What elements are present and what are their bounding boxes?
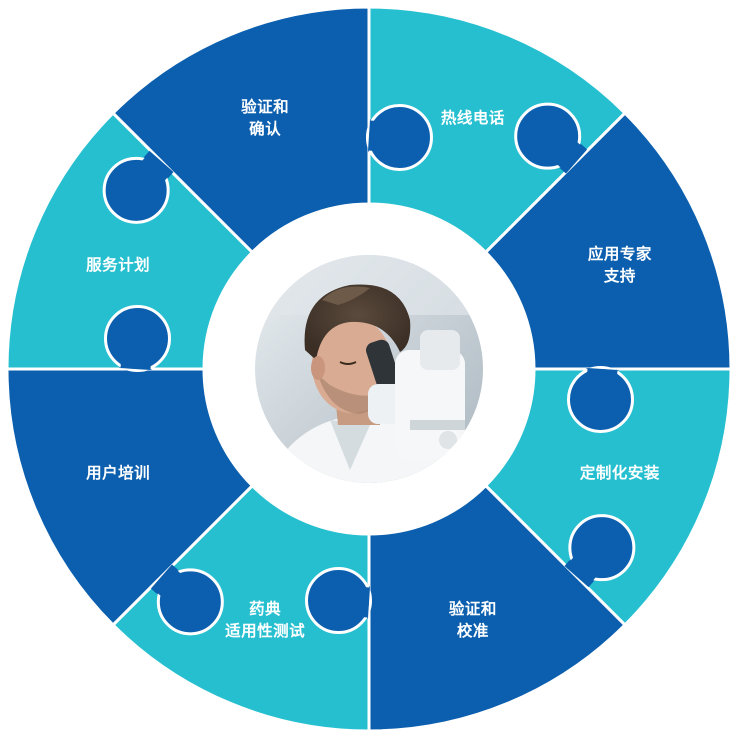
- segment-label-line: 应用专家: [588, 244, 652, 263]
- puzzle-knob-joint: [120, 337, 153, 370]
- segment-label-3: 定制化安装: [580, 463, 660, 482]
- segment-label-line: 验证和: [241, 97, 289, 116]
- puzzle-knob-joint: [124, 151, 173, 201]
- segment-label-line: 服务计划: [86, 255, 150, 274]
- segment-label-line: 定制化安装: [580, 463, 660, 482]
- segment-label-line: 热线电话: [441, 108, 505, 127]
- segments-layer: [5, 5, 733, 733]
- puzzle-knob-joint: [537, 124, 587, 173]
- segment-label-line: 支持: [603, 266, 636, 285]
- center-photo: [255, 255, 483, 483]
- segment-label-4: 验证和校准: [449, 599, 497, 640]
- segment-label-7: 服务计划: [86, 255, 150, 274]
- segment-label-8: 验证和确认: [241, 97, 289, 138]
- segment-label-1: 热线电话: [441, 108, 505, 127]
- segment-label-line: 确认: [249, 119, 281, 138]
- segment-label-5: 药典适用性测试: [225, 599, 305, 640]
- segment-label-line: 用户培训: [86, 463, 150, 482]
- segment-label-6: 用户培训: [86, 463, 150, 482]
- segment-label-line: 药典: [249, 599, 281, 618]
- segment-label-line: 验证和: [449, 599, 497, 618]
- segment-label-2: 应用专家支持: [588, 244, 652, 285]
- puzzle-knob-joint: [565, 537, 614, 587]
- puzzle-knob-joint: [585, 368, 618, 401]
- puzzle-knob-joint: [151, 565, 201, 614]
- puzzle-knob-joint: [368, 120, 401, 153]
- puzzle-knob-joint: [337, 585, 370, 618]
- segment-label-line: 校准: [457, 621, 489, 640]
- segment-label-line: 适用性测试: [225, 621, 305, 640]
